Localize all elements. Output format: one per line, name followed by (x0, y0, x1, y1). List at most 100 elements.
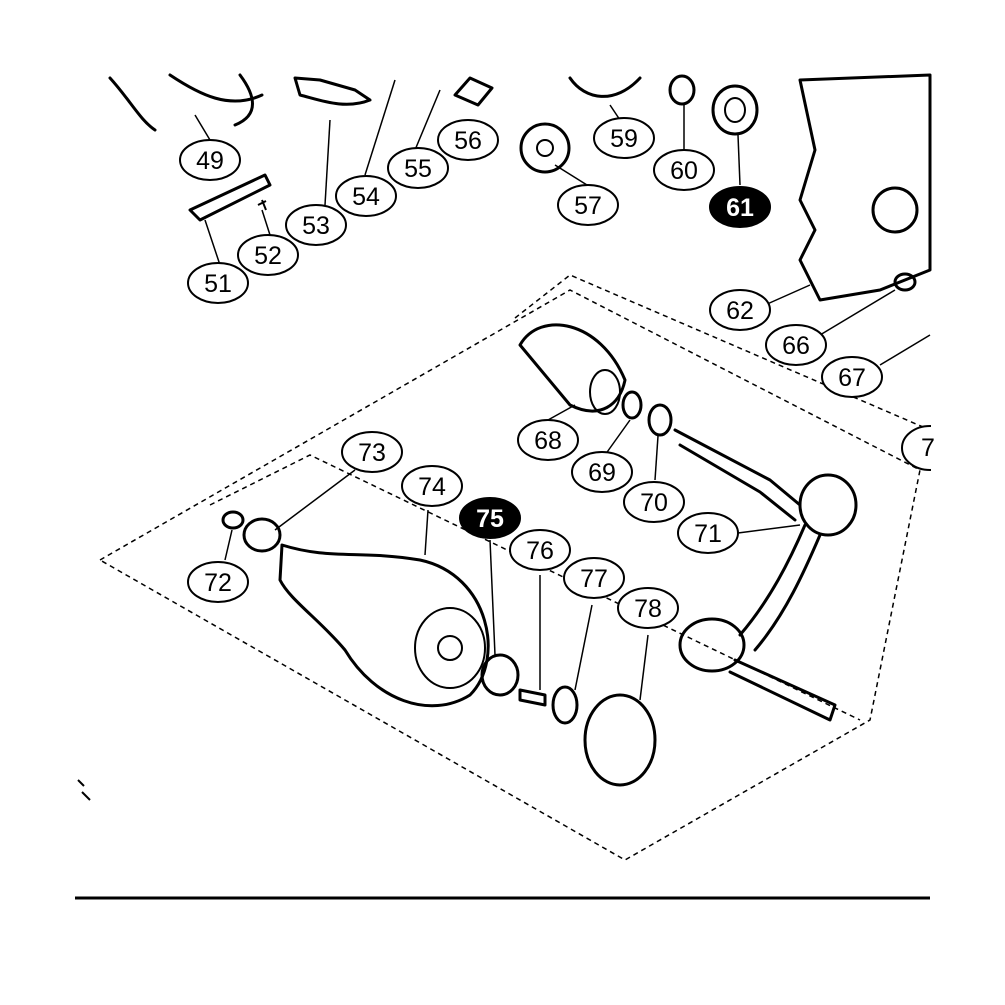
callout-number: 66 (782, 332, 810, 360)
callout-number: 62 (726, 297, 754, 325)
part-68-cap-drawing (518, 323, 627, 415)
assembly-group-outlines (98, 274, 931, 861)
part-73-bushing-drawing (242, 517, 282, 553)
callout-bubble (517, 419, 579, 461)
callout-number: 77 (580, 565, 608, 593)
callout-62: 62 (709, 289, 771, 331)
leader-lines (194, 79, 931, 701)
callout-bubble (341, 431, 403, 473)
callout-68: 68 (517, 419, 579, 461)
callout-56: 56 (437, 119, 499, 161)
callout-59: 59 (593, 117, 655, 159)
callout-51: 51 (187, 262, 249, 304)
callout-55: 55 (387, 147, 449, 189)
part-75-bearing-drawing (480, 653, 520, 697)
callout-number: 61 (726, 194, 754, 222)
callout-bubble (709, 289, 771, 331)
callout-number: 55 (404, 155, 432, 183)
callout-number: 70 (640, 489, 668, 517)
part-70-washer-drawing (647, 403, 673, 437)
callout-bubble (187, 561, 249, 603)
part-77-oring-drawing (551, 685, 579, 725)
callout-number: 69 (588, 459, 616, 487)
callout-number: 52 (254, 242, 282, 270)
part-69-washer-drawing (621, 390, 643, 420)
edge-marks (77, 779, 91, 801)
part-62-body-drawing (798, 73, 932, 302)
part-74-knob-drawing (278, 543, 490, 708)
callout-number: 67 (838, 364, 866, 392)
callout-72: 72 (187, 561, 249, 603)
callout-partial-text: 7 (921, 434, 935, 462)
callout-78: 78 (617, 587, 679, 629)
callout-49: 49 (179, 139, 241, 181)
part-72-ring-drawing (221, 510, 245, 530)
callout-bubble (179, 139, 241, 181)
part-59-drawing (568, 76, 642, 98)
part-71-handle-arm-drawing (673, 428, 858, 722)
callout-number: 57 (574, 192, 602, 220)
part-52-drawing (257, 199, 267, 211)
part-76-screw-drawing (518, 688, 547, 707)
callout-bubble (335, 175, 397, 217)
callout-52: 52 (237, 234, 299, 276)
callout-labels: 49 51 52 53 54 55 56 57 59 60 61 62 66 67 68 69 70 71 72 73… (179, 117, 883, 629)
callout-bubble (557, 184, 619, 226)
callout-75: 75 (459, 497, 521, 539)
callout-number: 53 (302, 212, 330, 240)
callout-bubble (237, 234, 299, 276)
part-78-cap-drawing (583, 693, 657, 787)
callout-74: 74 (401, 465, 463, 507)
callout-number: 60 (670, 157, 698, 185)
callout-77: 77 (563, 557, 625, 599)
callout-bubble (187, 262, 249, 304)
callout-number: 73 (358, 439, 386, 467)
callout-bubble (765, 324, 827, 366)
callout-73: 73 (341, 431, 403, 473)
callout-bubble (593, 117, 655, 159)
part-56-drawing (453, 76, 494, 107)
part-57-gear-drawing (519, 122, 571, 174)
callout-bubble (285, 204, 347, 246)
callout-76: 76 (509, 529, 571, 571)
callout-bubble (401, 465, 463, 507)
part-53-drawing (293, 76, 372, 106)
part-66-drawing (893, 272, 917, 292)
callout-number: 51 (204, 270, 232, 298)
callout-partial: 7 (901, 420, 971, 480)
callout-53: 53 (285, 204, 347, 246)
callout-69: 69 (571, 451, 633, 493)
callout-bubble (709, 186, 771, 228)
callout-70: 70 (623, 481, 685, 523)
callout-57: 57 (557, 184, 619, 226)
callout-bubble (437, 119, 499, 161)
callout-61: 61 (709, 186, 771, 228)
callout-number: 76 (526, 537, 554, 565)
callout-54: 54 (335, 175, 397, 217)
callout-number: 56 (454, 127, 482, 155)
callout-number: 59 (610, 125, 638, 153)
callout-number: 78 (634, 595, 662, 623)
callout-number: 68 (534, 427, 562, 455)
callout-bubble (563, 557, 625, 599)
part-60-drawing (668, 74, 696, 106)
callout-number: 71 (694, 520, 722, 548)
callout-number: 54 (352, 183, 380, 211)
callout-60: 60 (653, 149, 715, 191)
callout-71: 71 (677, 512, 739, 554)
callout-number: 49 (196, 147, 224, 175)
callout-bubble (387, 147, 449, 189)
callout-number: 72 (204, 569, 232, 597)
callout-number: 75 (476, 505, 504, 533)
callout-bubble (821, 356, 883, 398)
callout-bubble (459, 497, 521, 539)
part-51-drawing (188, 173, 272, 222)
callout-number: 74 (418, 473, 446, 501)
callout-bubble (571, 451, 633, 493)
callout-bubble (623, 481, 685, 523)
part-49-drawing (108, 73, 264, 132)
callout-67: 67 (821, 356, 883, 398)
callout-bubble (617, 587, 679, 629)
callout-66: 66 (765, 324, 827, 366)
